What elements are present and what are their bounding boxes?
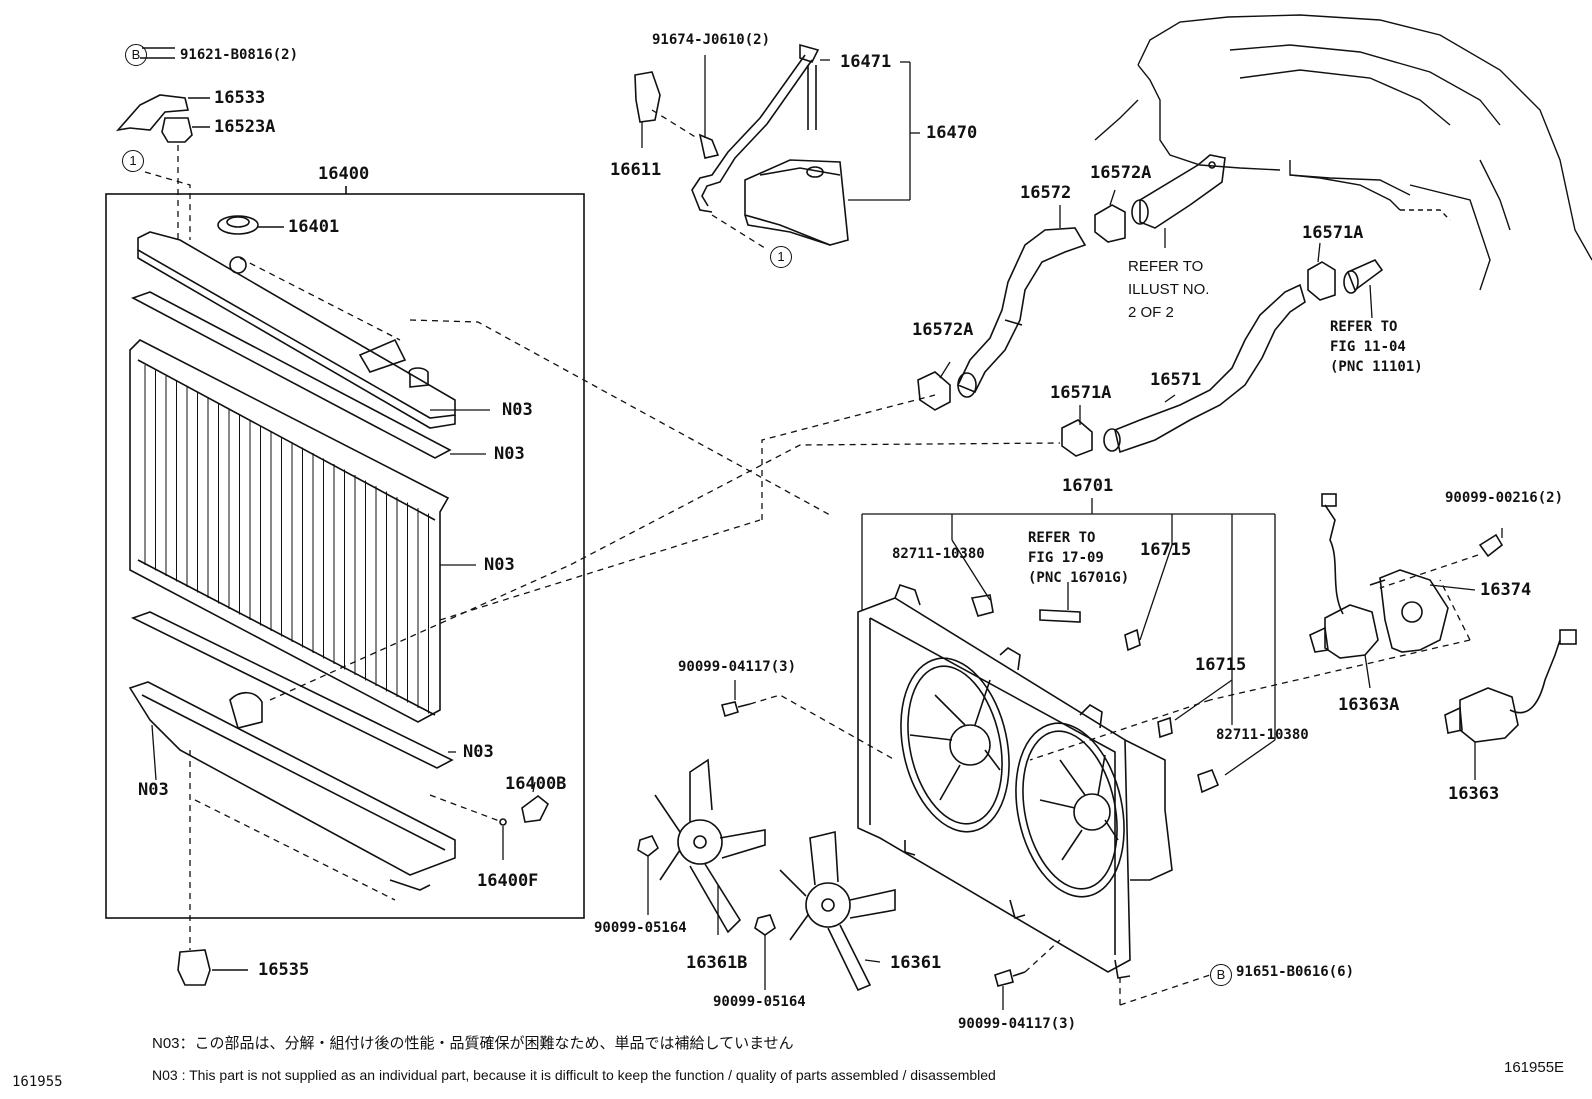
label-91621-B0816: 91621-B0816(2) (180, 47, 299, 63)
label-16523A: 16523A (214, 117, 276, 137)
refer-fig17-line2: FIG 17-09 (1028, 550, 1104, 566)
nut-90099-05164-a (637, 835, 660, 857)
lower-gasket (130, 611, 454, 769)
label-16535: 16535 (258, 960, 310, 980)
upper-radiator-hose (956, 227, 1087, 398)
cushion-16523A (161, 117, 193, 143)
refer-illust-line2: ILLUST NO. (1128, 281, 1210, 298)
clamp-16572A-upper (1094, 204, 1126, 243)
label-90099-05164-b: 90099-05164 (713, 994, 806, 1010)
label-82711-10380-upper: 82711-10380 (892, 546, 985, 562)
label-16571A-upper: 16571A (1302, 223, 1364, 243)
refer-illust-line1: REFER TO (1128, 258, 1204, 275)
label-n03-core: N03 (484, 555, 515, 575)
marker-b-bottom: B (1210, 964, 1232, 986)
footnote-english: N03 : This part is not supplied as an in… (152, 1067, 996, 1083)
label-16361: 16361 (890, 953, 942, 973)
footnote-japanese: N03：この部品は、分解・組付け後の性能・品質確保が困難なため、単品では補給して… (152, 1035, 794, 1052)
refer-illust-line3: 2 OF 2 (1128, 304, 1174, 321)
radiator-upper-tank (137, 231, 456, 429)
label-16715-upper: 16715 (1140, 540, 1192, 560)
label-91651-B0616: 91651-B0616(6) (1236, 964, 1355, 980)
engine-outline (1094, 14, 1592, 291)
marker-b-top: B (125, 44, 147, 66)
bolt-90099-04117-b (994, 968, 1014, 987)
label-16400B: 16400B (505, 774, 567, 794)
marker-1-left: 1 (122, 150, 144, 172)
connector-82711-upper (970, 594, 994, 617)
radiator-core (129, 339, 450, 723)
label-16533: 16533 (214, 88, 266, 108)
connector-82711-lower (1197, 768, 1220, 794)
label-16701: 16701 (1062, 476, 1114, 496)
refer-fig17-line3: (PNC 16701G) (1028, 570, 1130, 586)
fan-16361 (779, 830, 896, 992)
label-16471: 16471 (840, 52, 892, 72)
label-16571: 16571 (1150, 370, 1202, 390)
label-16572: 16572 (1020, 183, 1072, 203)
bracket-16533 (115, 94, 190, 132)
lower-radiator-hose (1103, 283, 1306, 454)
label-90099-04117-lower: 90099-04117(3) (958, 1016, 1077, 1032)
label-90099-05164-a: 90099-05164 (594, 920, 687, 936)
clamp-16571A-lower (1061, 419, 1093, 457)
radiator-lower-tank (128, 681, 456, 891)
upper-gasket (131, 291, 452, 459)
diagram-code-right: 161955E (1504, 1059, 1565, 1076)
label-16611: 16611 (610, 160, 662, 180)
reservoir-hose (691, 54, 806, 213)
motor-cover-16374 (1369, 569, 1449, 653)
nut-90099-05164-b (754, 914, 776, 936)
radiator-cap (217, 215, 259, 235)
label-16571A-lower: 16571A (1050, 383, 1112, 403)
label-16401: 16401 (288, 217, 340, 237)
label-16572A-upper: 16572A (1090, 163, 1152, 183)
refer-fig17-line1: REFER TO (1028, 530, 1096, 546)
diagram-code-left: 161955 (12, 1074, 63, 1090)
fan-shroud (857, 583, 1173, 979)
label-16572A-lower: 16572A (912, 320, 974, 340)
fan-motor-16363 (1444, 629, 1577, 743)
water-outlet (1131, 154, 1226, 229)
bolt-90099-04117-a (721, 701, 739, 718)
pipe-fig11 (1346, 259, 1384, 292)
label-16374: 16374 (1480, 580, 1532, 600)
label-n03-lower-gasket: N03 (463, 742, 494, 762)
clip-16715-upper (1124, 628, 1141, 652)
label-16400F: 16400F (477, 871, 539, 891)
refer-fig11-line1: REFER TO (1330, 319, 1398, 335)
radiator-assembly-frame (105, 193, 585, 919)
label-82711-10380-lower: 82711-10380 (1216, 727, 1309, 743)
refer-fig11-line2: FIG 11-04 (1330, 339, 1406, 355)
reservoir-tank (744, 159, 849, 246)
label-n03-upper-tank: N03 (502, 400, 533, 420)
reservoir-bracket (634, 71, 661, 123)
fan-16361B (654, 758, 766, 934)
label-90099-04117-upper: 90099-04117(3) (678, 659, 797, 675)
clamp-16572A-lower (917, 371, 951, 411)
cushion-16535 (177, 949, 211, 986)
label-16363: 16363 (1448, 784, 1500, 804)
label-16363A: 16363A (1338, 695, 1400, 715)
marker-1-reservoir: 1 (770, 246, 792, 268)
label-16715-lower: 16715 (1195, 655, 1247, 675)
drain-cock (521, 794, 550, 823)
label-16361B: 16361B (686, 953, 748, 973)
label-n03-upper-gasket: N03 (494, 444, 525, 464)
label-90099-00216: 90099-00216(2) (1445, 490, 1564, 506)
label-16400: 16400 (318, 164, 370, 184)
clamp-16571A-upper (1307, 261, 1336, 301)
label-16470: 16470 (926, 123, 978, 143)
fan-motor-16363A (1309, 493, 1379, 659)
label-91674-J0610: 91674-J0610(2) (652, 32, 771, 48)
clip-16715-lower (1157, 716, 1173, 739)
label-n03-lower-tank: N03 (138, 780, 169, 800)
refer-fig11-line3: (PNC 11101) (1330, 359, 1423, 375)
